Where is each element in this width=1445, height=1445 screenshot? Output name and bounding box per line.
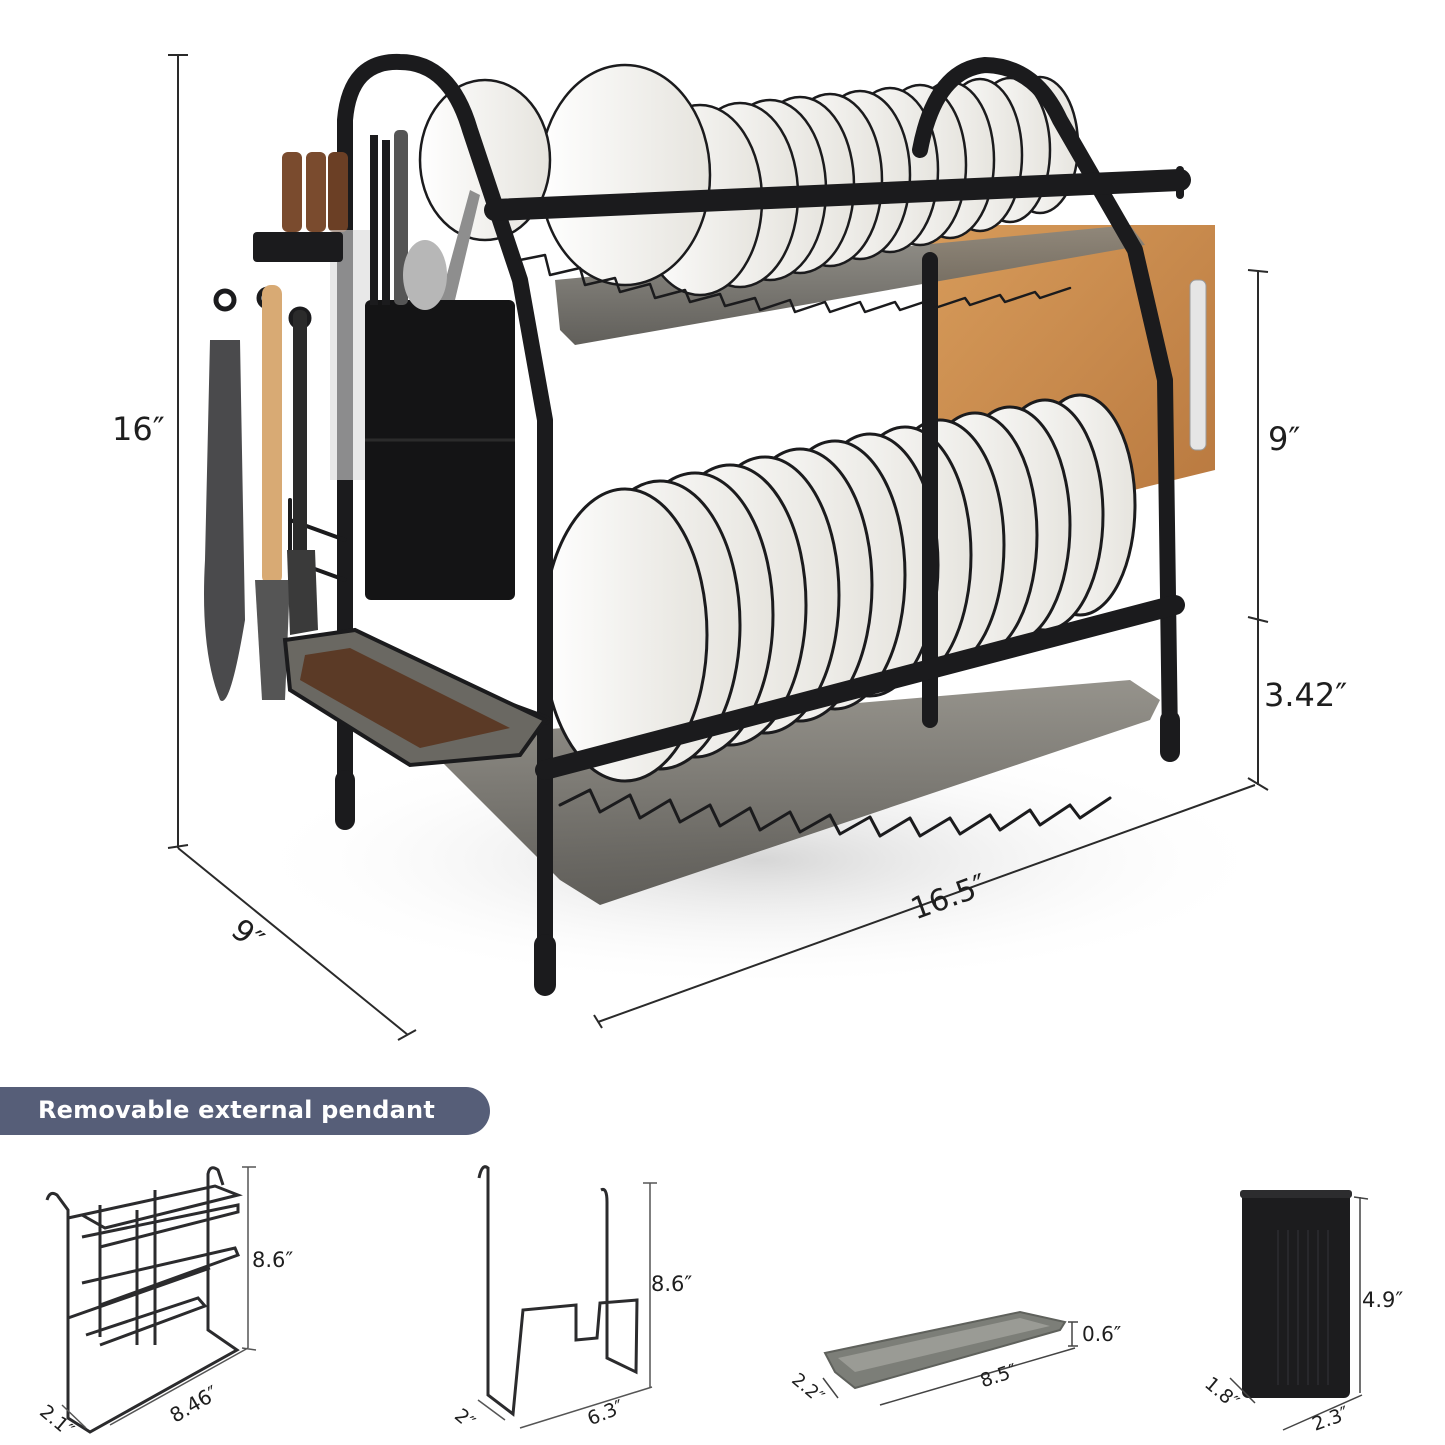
rack-frame [288, 53, 1191, 996]
hanging-tools [204, 232, 343, 701]
section-badge: Removable external pendant [0, 1087, 490, 1135]
side-tray [282, 627, 549, 768]
height-total-label: 16″ [112, 410, 165, 448]
upper-drip-tray [555, 225, 1145, 345]
dimension-lines [167, 54, 1269, 1041]
section-badge-label: Removable external pendant [38, 1096, 436, 1124]
mounted-utensil-cup [365, 130, 515, 600]
tier-gap-label: 9″ [1268, 420, 1301, 458]
utensil-cup-height-label: 4.9″ [1362, 1288, 1404, 1312]
accessory-utensil-cup [1229, 1190, 1369, 1431]
bottom-clearance-label: 3.42″ [1264, 676, 1348, 714]
accessory-board-holder [477, 1165, 657, 1429]
accessory-drip-tray [822, 1310, 1078, 1406]
accessory-wire-rack [45, 1166, 257, 1434]
drip-tray-height-label: 0.6″ [1082, 1322, 1122, 1346]
knives [282, 152, 370, 480]
wire-rack-height-label: 8.6″ [252, 1248, 294, 1272]
board-holder-height-label: 8.6″ [651, 1272, 693, 1296]
lower-plates [541, 393, 1137, 783]
